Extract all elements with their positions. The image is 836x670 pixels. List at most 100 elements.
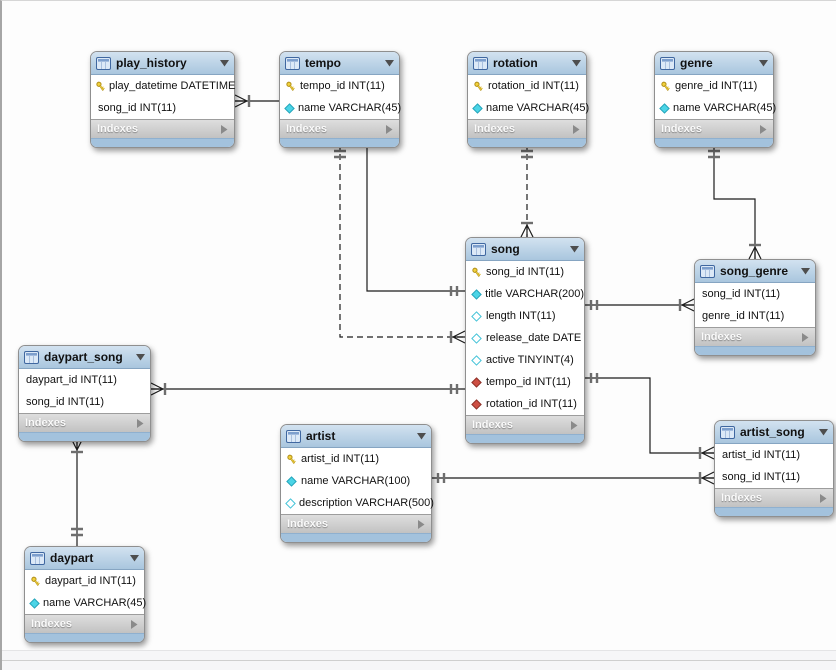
column-text: release_date DATE — [486, 332, 582, 344]
collapse-arrow-icon[interactable] — [759, 59, 768, 67]
rel-daypart_song-daypart[interactable] — [70, 437, 84, 546]
table-tempo[interactable]: tempo tempo_id INT(11) name VARCHAR(45) Ind… — [279, 51, 401, 148]
column-text: song_id INT(11) — [26, 396, 105, 408]
column-text: genre_id INT(11) — [675, 80, 758, 92]
column-row[interactable]: artist_id INT(11) — [281, 448, 431, 470]
indexes-footer[interactable]: Indexes — [468, 119, 586, 138]
table-header[interactable]: artist — [281, 425, 431, 448]
table-header[interactable]: play_history — [91, 52, 234, 75]
diamond-red-icon — [470, 398, 483, 410]
table-header[interactable]: genre — [655, 52, 773, 75]
table-header[interactable]: song_genre — [695, 260, 815, 283]
column-row[interactable]: name VARCHAR(45) — [25, 592, 146, 614]
column-row[interactable]: length INT(11) — [466, 305, 584, 327]
expand-arrow-icon — [418, 519, 425, 529]
collapse-arrow-icon[interactable] — [220, 59, 229, 67]
crow-foot-glyph — [520, 224, 534, 238]
table-header[interactable]: tempo — [280, 52, 399, 75]
column-row[interactable]: tempo_id INT(11) — [280, 75, 399, 97]
collapse-arrow-icon[interactable] — [130, 554, 139, 562]
column-row[interactable]: name VARCHAR(45) — [655, 97, 777, 119]
column-row[interactable]: daypart_id INT(11) — [19, 369, 150, 391]
rel-song_genre-genre[interactable] — [708, 144, 762, 260]
table-title: song — [491, 242, 520, 256]
column-row[interactable]: rotation_id INT(11) — [466, 393, 584, 415]
expand-arrow-icon — [137, 418, 144, 428]
indexes-footer[interactable]: Indexes — [280, 119, 399, 138]
column-text: daypart_id INT(11) — [45, 575, 136, 587]
column-row[interactable]: active TINYINT(4) — [466, 349, 584, 371]
indexes-footer[interactable]: Indexes — [715, 488, 833, 507]
column-row[interactable]: description VARCHAR(500) — [281, 492, 434, 514]
column-row[interactable]: song_id INT(11) — [466, 261, 584, 283]
indexes-footer[interactable]: Indexes — [281, 514, 431, 533]
column-text: name VARCHAR(45) — [673, 102, 777, 114]
table-daypart[interactable]: daypart daypart_id INT(11) name VARCHAR(45… — [24, 546, 146, 643]
collapse-arrow-icon[interactable] — [417, 432, 426, 440]
rel-artist_song-song[interactable] — [585, 373, 715, 460]
table-header[interactable]: song — [466, 238, 584, 261]
rel-line — [585, 377, 714, 454]
column-row[interactable]: name VARCHAR(100) — [281, 470, 431, 492]
diamond-filled-icon — [284, 102, 295, 114]
collapse-arrow-icon[interactable] — [136, 353, 145, 361]
key-icon — [284, 81, 297, 92]
column-row[interactable]: title VARCHAR(200) — [466, 283, 584, 305]
columns-list: daypart_id INT(11) song_id INT(11) — [19, 369, 150, 413]
table-header[interactable]: rotation — [468, 52, 586, 75]
indexes-footer[interactable]: Indexes — [466, 415, 584, 434]
table-bottom-strip — [19, 432, 150, 441]
table-title: daypart — [50, 551, 94, 565]
column-row[interactable]: play_datetime DATETIME — [91, 75, 235, 97]
table-title: artist_song — [740, 425, 805, 439]
table-icon — [700, 264, 715, 278]
column-row[interactable]: song_id INT(11) — [695, 283, 815, 305]
collapse-arrow-icon[interactable] — [570, 245, 579, 253]
table-genre[interactable]: genre genre_id INT(11) name VARCHAR(45) Ind… — [654, 51, 777, 148]
table-header[interactable]: artist_song — [715, 421, 833, 444]
column-row[interactable]: rotation_id INT(11) — [468, 75, 586, 97]
table-title: tempo — [305, 56, 341, 70]
column-row[interactable]: song_id INT(11) — [715, 466, 833, 488]
table-artist_song[interactable]: artist_song artist_id INT(11)song_id INT(… — [714, 420, 834, 517]
table-header[interactable]: daypart — [25, 547, 144, 570]
column-row[interactable]: song_id INT(11) — [91, 97, 234, 119]
one-tick-glyph — [521, 149, 533, 159]
table-song[interactable]: song song_id INT(11)title VARCHAR(200)len… — [465, 237, 585, 444]
column-row[interactable]: genre_id INT(11) — [655, 75, 773, 97]
column-row[interactable]: release_date DATE — [466, 327, 584, 349]
column-row[interactable]: artist_id INT(11) — [715, 444, 833, 466]
rel-song-rotation[interactable] — [520, 144, 534, 238]
table-header[interactable]: daypart_song — [19, 346, 150, 369]
horizontal-scrollbar[interactable] — [2, 650, 836, 670]
indexes-footer[interactable]: Indexes — [655, 119, 773, 138]
indexes-label: Indexes — [286, 123, 327, 135]
crow-foot-glyph — [701, 471, 715, 485]
collapse-arrow-icon[interactable] — [819, 428, 828, 436]
collapse-arrow-icon[interactable] — [385, 59, 394, 67]
column-row[interactable]: tempo_id INT(11) — [466, 371, 584, 393]
rel-song-tempo[interactable] — [334, 144, 466, 344]
rel-daypart_song-song[interactable] — [150, 382, 465, 396]
rel-song_genre-song[interactable] — [585, 298, 695, 312]
column-row[interactable]: genre_id INT(11) — [695, 305, 815, 327]
collapse-arrow-icon[interactable] — [572, 59, 581, 67]
column-row[interactable]: name VARCHAR(45) — [280, 97, 401, 119]
indexes-footer[interactable]: Indexes — [19, 413, 150, 432]
column-text: tempo_id INT(11) — [300, 80, 385, 92]
column-row[interactable]: name VARCHAR(45) — [468, 97, 589, 119]
column-row[interactable]: song_id INT(11) — [19, 391, 150, 413]
indexes-footer[interactable]: Indexes — [695, 327, 815, 346]
column-row[interactable]: daypart_id INT(11) — [25, 570, 144, 592]
rel-artist_song-artist[interactable] — [432, 471, 715, 485]
collapse-arrow-icon[interactable] — [801, 267, 810, 275]
indexes-footer[interactable]: Indexes — [91, 119, 234, 138]
indexes-footer[interactable]: Indexes — [25, 614, 144, 633]
